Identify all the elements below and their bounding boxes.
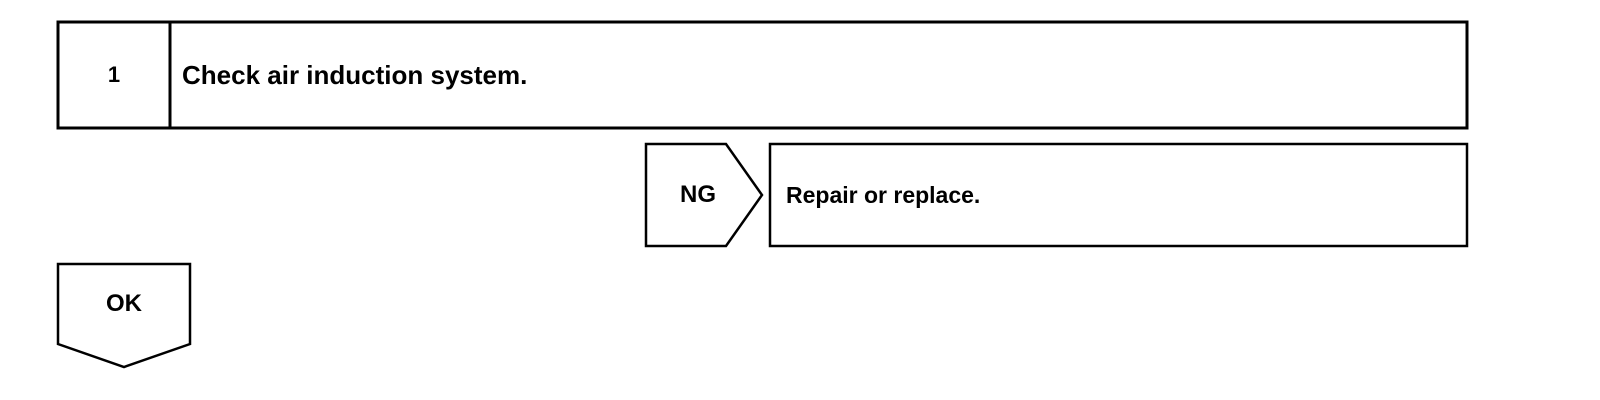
step-title: Check air induction system. [182, 22, 527, 128]
ng-action-text: Repair or replace. [786, 181, 981, 208]
ng-action: Repair or replace. [786, 144, 980, 246]
step-box [56, 20, 1469, 130]
ng-label-text: NG [680, 181, 716, 208]
step-number: 1 [58, 22, 170, 128]
ng-action-box [768, 142, 1469, 248]
step-title-text: Check air induction system. [182, 60, 528, 90]
ok-arrow-tag [56, 262, 192, 369]
step-number-text: 1 [107, 62, 121, 87]
ok-label-text: OK [106, 290, 142, 317]
ok-label: OK [58, 264, 190, 344]
ng-arrow-tag [644, 142, 764, 248]
ng-label: NG [646, 144, 750, 246]
